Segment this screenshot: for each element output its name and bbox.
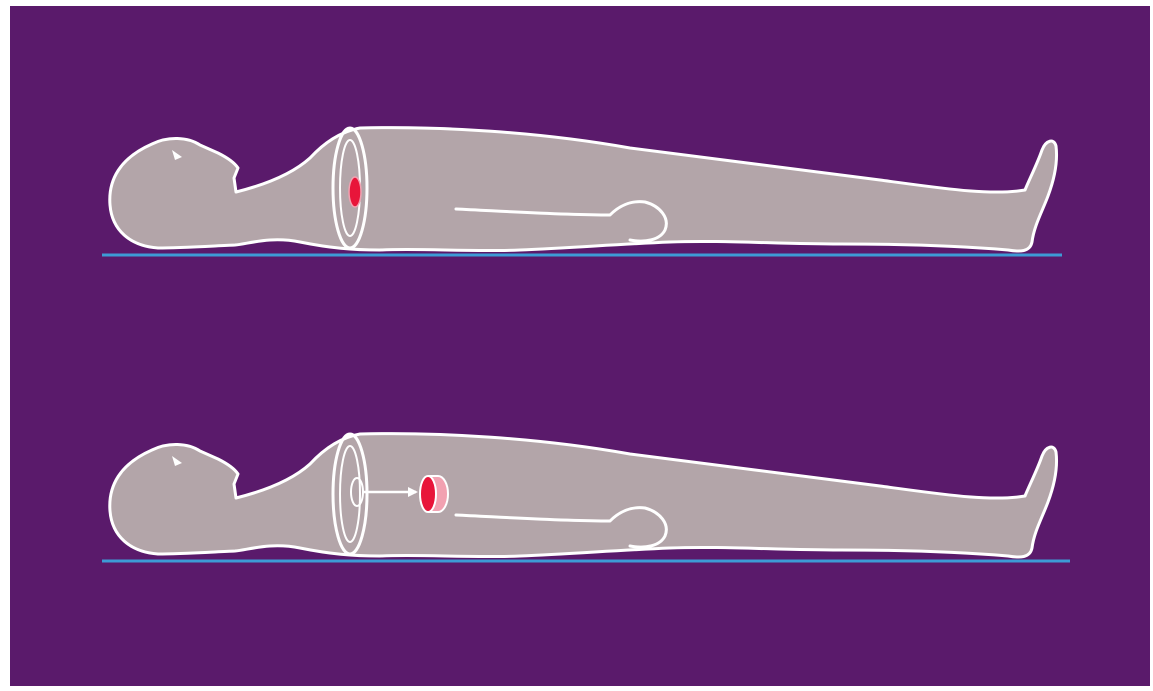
organ-slice-top xyxy=(349,177,361,207)
background xyxy=(10,6,1150,686)
extracted-slice-disc xyxy=(420,476,448,512)
